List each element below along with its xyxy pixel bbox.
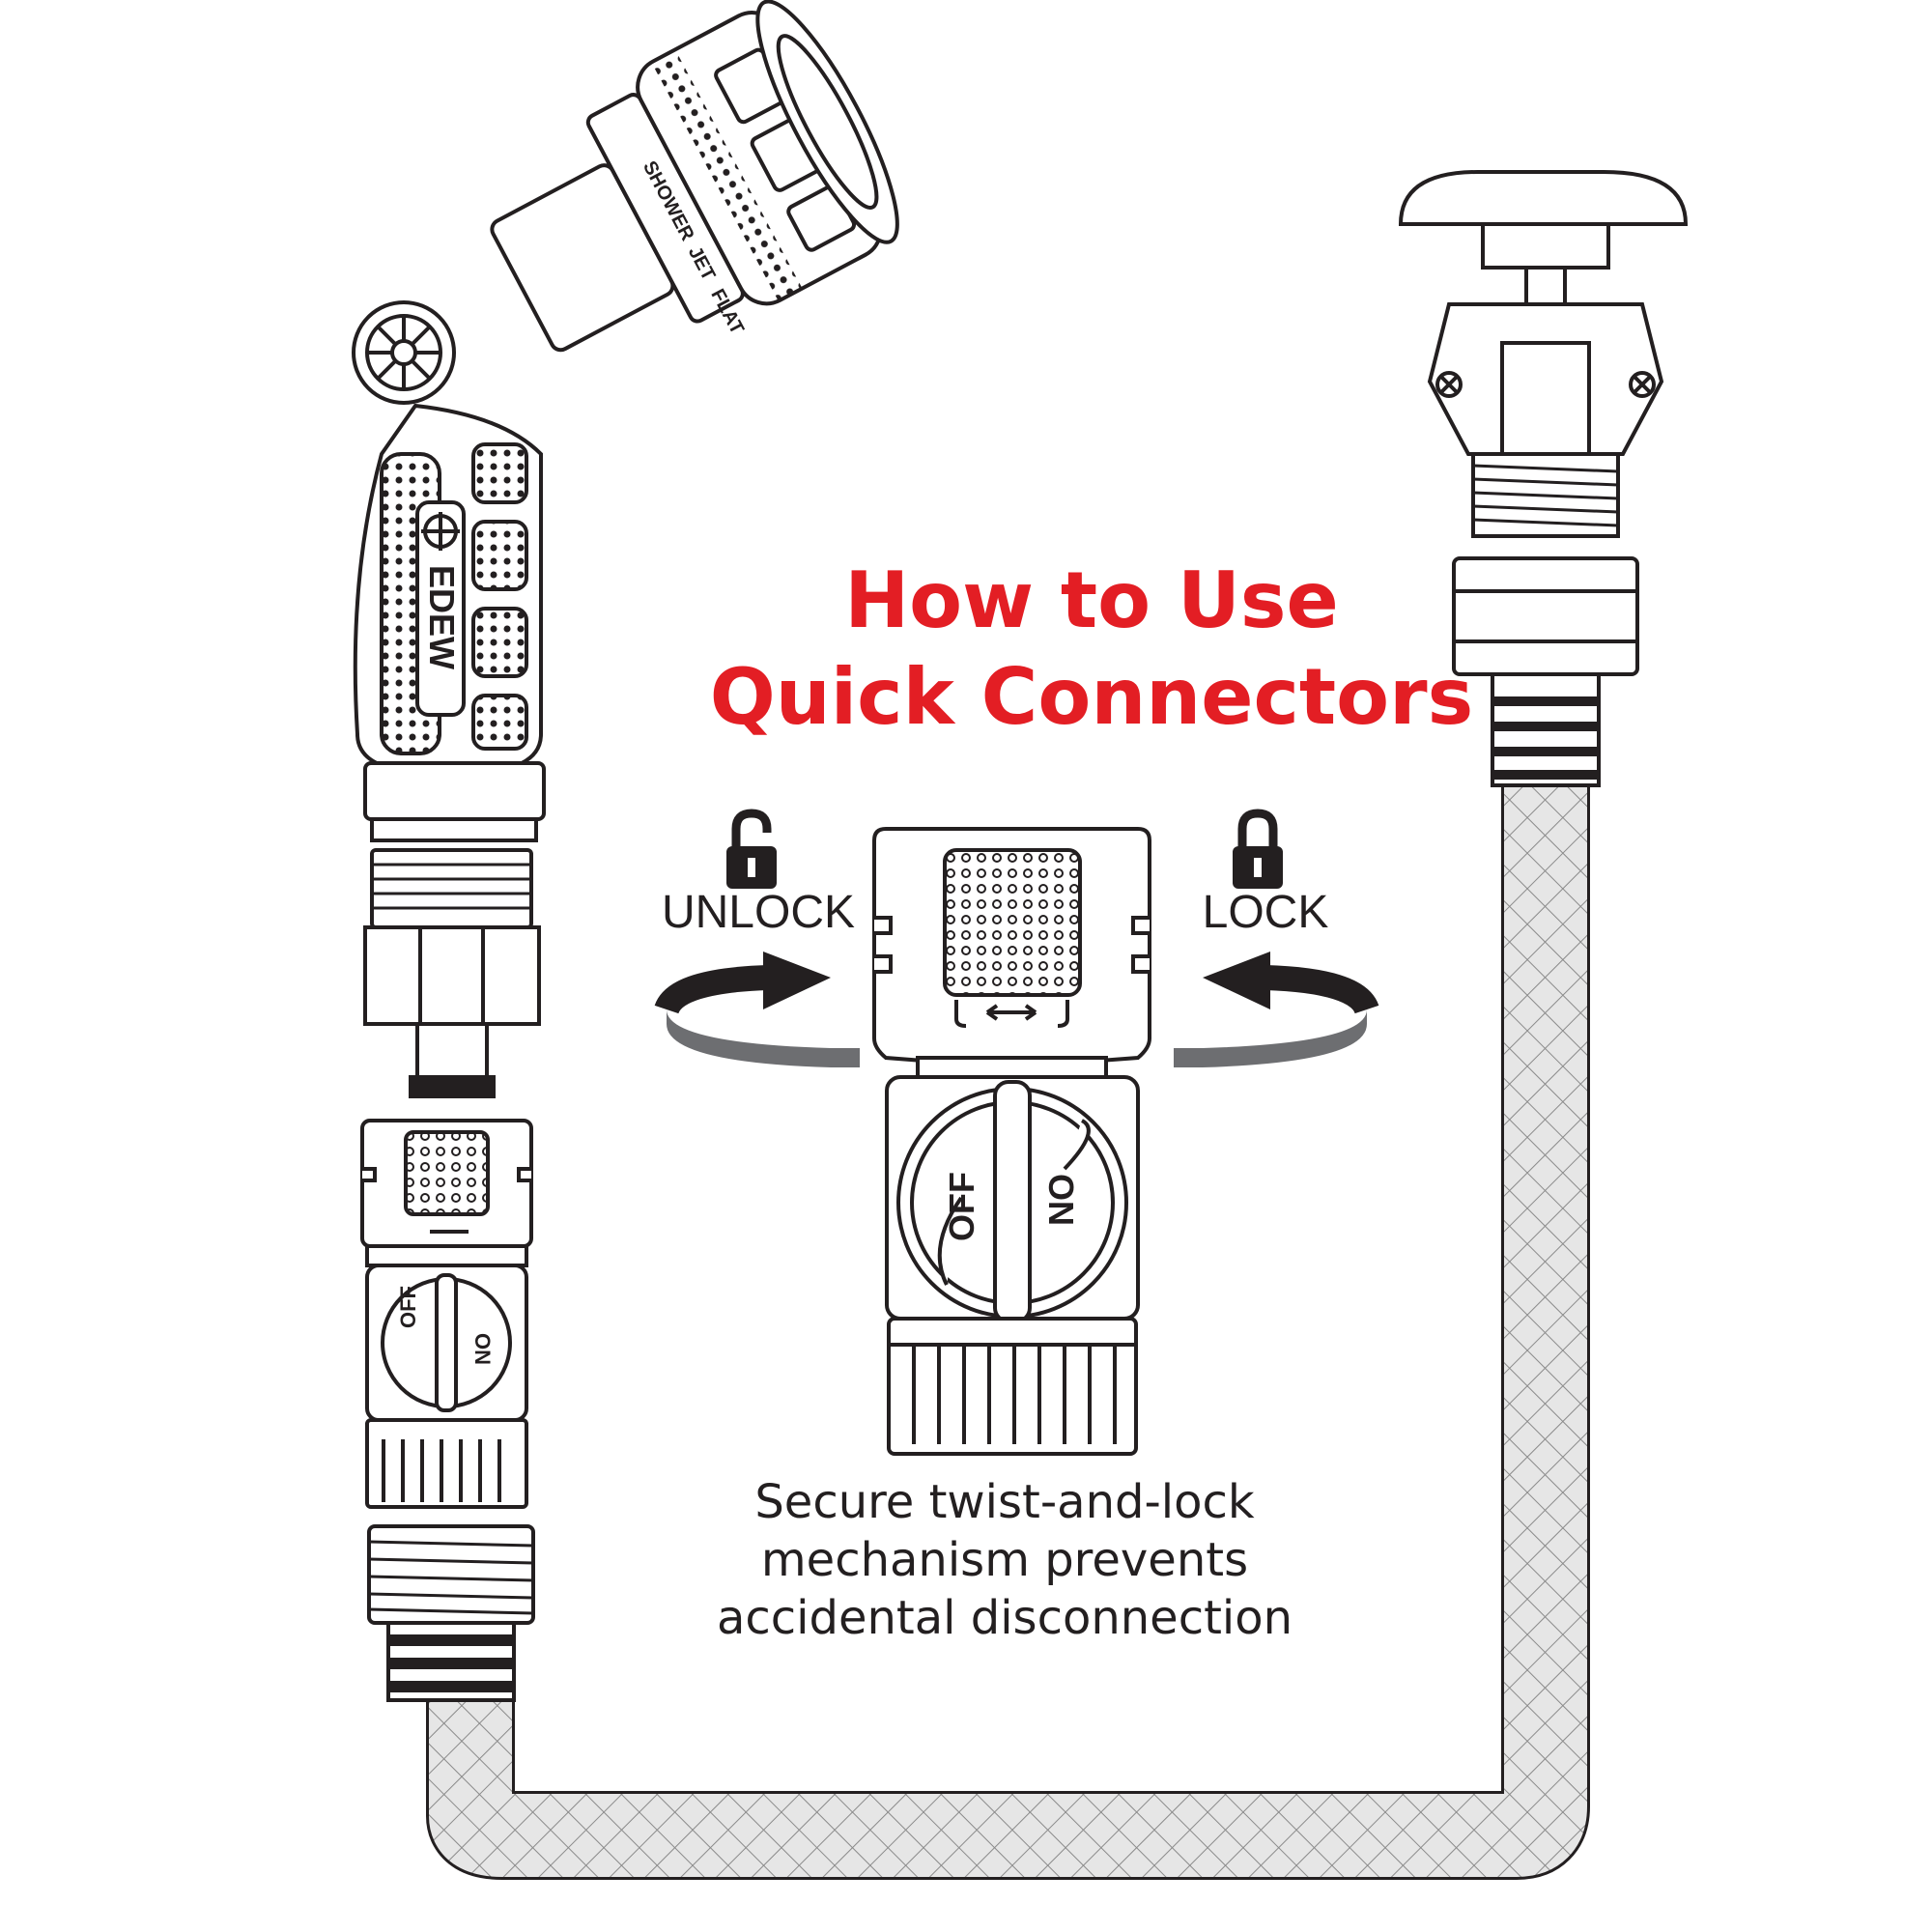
valve-lever — [993, 1080, 1032, 1323]
locked-padlock-icon — [1233, 809, 1283, 889]
small-valve-on-label: ON — [470, 1333, 495, 1365]
unlocked-padlock-icon — [726, 809, 777, 889]
spigot — [1398, 170, 1689, 787]
diagram-title-line-1: How to Use — [844, 555, 1339, 645]
caption-line-1: Secure twist-and-lock — [754, 1475, 1255, 1529]
small-quick-connector: OFF ON — [360, 1119, 533, 1509]
garden-hose — [426, 782, 1590, 1880]
nozzle-adapter — [363, 848, 541, 1098]
small-valve-off-label: OFF — [396, 1286, 420, 1328]
caption-line-2: mechanism prevents — [760, 1533, 1249, 1587]
unlock-twist-arrow-icon — [654, 952, 860, 1067]
large-quick-connector: OFF ON — [872, 827, 1151, 1456]
spigot-handle — [1398, 170, 1689, 226]
caption-line-3: accidental disconnection — [716, 1591, 1293, 1645]
lock-twist-arrow-icon — [1174, 952, 1379, 1067]
valve-on-label: ON — [1041, 1174, 1081, 1226]
nozzle-brand: EDEW — [422, 565, 462, 669]
lock-label: LOCK — [1202, 887, 1329, 938]
hose-coupling-male — [367, 1524, 535, 1702]
diagram-title-line-2: Quick Connectors — [709, 652, 1474, 742]
valve-off-label: OFF — [942, 1172, 981, 1241]
unlock-label: UNLOCK — [661, 887, 856, 938]
